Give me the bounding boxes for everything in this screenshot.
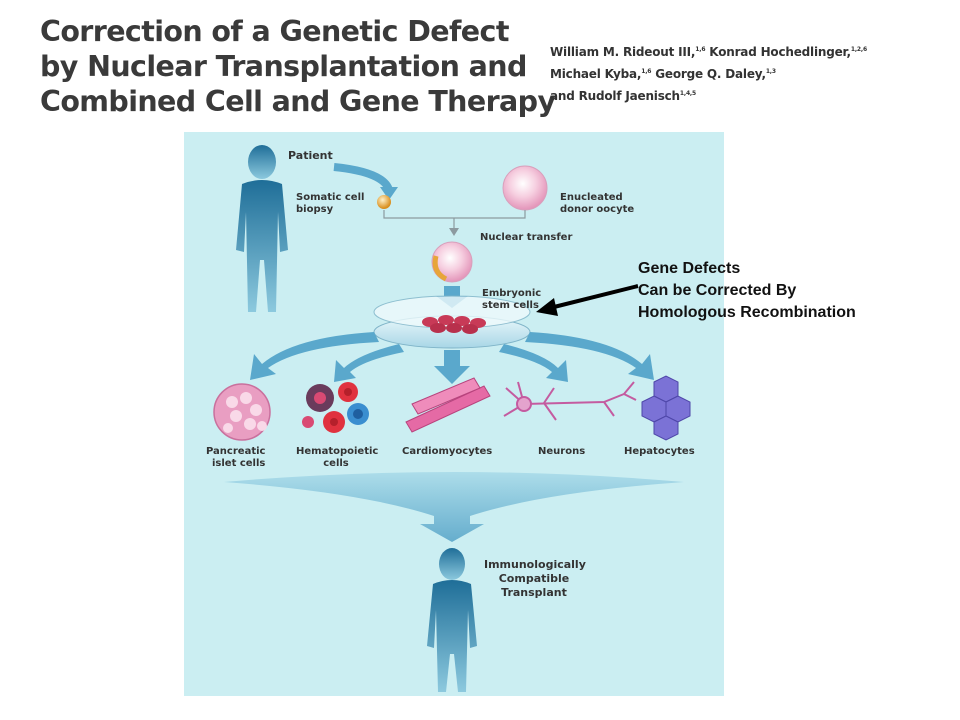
somatic-cell xyxy=(377,195,391,209)
transferred-nucleus xyxy=(432,255,448,282)
gene-defect-annotation: Gene Defects Can be Corrected By Homolog… xyxy=(638,258,958,324)
label-hematopoietic-line-1: Hematopoietic xyxy=(296,446,379,457)
author-affil: 1,6 xyxy=(641,68,652,75)
label-pancreatic-islet-cells: Pancreatic islet cells xyxy=(206,446,265,470)
label-somatic-line-1: Somatic cell xyxy=(296,192,365,203)
annotation-line-1: Gene Defects xyxy=(638,260,741,277)
author-affil: 1,3 xyxy=(765,68,776,75)
label-neurons: Neurons xyxy=(538,446,586,457)
cardiomyocytes xyxy=(405,377,491,433)
author-line-2: Michael Kyba,1,6 George Q. Daley,1,3 xyxy=(550,62,950,84)
author-kyba: Michael Kyba, xyxy=(550,67,642,81)
annotation-line-3: Homologous Recombination xyxy=(638,304,856,321)
label-somatic-line-2: biopsy xyxy=(296,204,334,215)
author-line-3: and Rudolf Jaenisch1,4,5 xyxy=(550,84,950,106)
petri-dish xyxy=(373,295,531,349)
label-transplant-line-1: Immunologically xyxy=(484,558,586,571)
annotation-arrow xyxy=(536,284,639,316)
label-embryonic-stem-cells: Embryonic stem cells xyxy=(482,288,541,312)
differentiation-arrows xyxy=(250,332,654,384)
label-esc-line-1: Embryonic xyxy=(482,288,542,299)
convergence-arrow xyxy=(224,472,684,542)
diagram-graphics xyxy=(213,145,691,692)
label-hematopoietic-cells: Hematopoietic cells xyxy=(296,446,379,470)
author-daley: George Q. Daley, xyxy=(651,67,766,81)
author-affil: 1,6 xyxy=(695,46,706,53)
author-rideout: William M. Rideout III, xyxy=(550,45,696,59)
patient-arrow-head xyxy=(380,187,398,200)
annotation-line-2: Can be Corrected By xyxy=(638,282,797,299)
author-hochedlinger: Konrad Hochedlinger, xyxy=(705,45,851,59)
label-patient: Patient xyxy=(288,149,333,162)
hepatocytes xyxy=(641,375,691,441)
label-oocyte-line-2: donor oocyte xyxy=(560,204,635,215)
pancreatic-islet-cells xyxy=(213,383,271,441)
label-pancreatic-line-2: islet cells xyxy=(212,458,266,469)
donor-oocyte xyxy=(502,165,548,211)
label-immunologically-compatible-transplant: Immunologically Compatible Transplant xyxy=(484,558,586,600)
author-affil: 1,4,5 xyxy=(679,90,696,97)
patient-arrow xyxy=(333,163,393,192)
label-pancreatic-line-1: Pancreatic xyxy=(206,446,266,457)
author-affil: 1,2,6 xyxy=(850,46,867,53)
author-jaenisch: and Rudolf Jaenisch xyxy=(550,89,680,103)
title-line-3: Combined Cell and Gene Therapy xyxy=(40,85,556,118)
hematopoietic-cells xyxy=(302,382,369,433)
patient-figure xyxy=(236,145,288,312)
author-list: William M. Rideout III,1,6 Konrad Hoched… xyxy=(550,40,950,106)
label-cardiomyocytes: Cardiomyocytes xyxy=(402,446,493,457)
label-enucleated-donor-oocyte: Enucleated donor oocyte xyxy=(560,192,634,216)
label-somatic-cell-biopsy: Somatic cell biopsy xyxy=(296,192,364,216)
transplant-figure xyxy=(427,548,477,692)
merge-arrow-head xyxy=(449,228,459,236)
label-hepatocytes: Hepatocytes xyxy=(624,446,695,457)
stem-cell-colony xyxy=(422,315,486,334)
title-line-1: Correction of a Genetic Defect xyxy=(40,15,509,48)
therapy-diagram: Patient Somatic cell biopsy Enucleated d… xyxy=(184,132,724,696)
label-transplant-line-3: Transplant xyxy=(501,586,567,599)
label-oocyte-line-1: Enucleated xyxy=(560,192,623,203)
article-title: Correction of a Genetic Defect by Nuclea… xyxy=(40,14,556,119)
label-hematopoietic-line-2: cells xyxy=(323,458,349,469)
title-line-2: by Nuclear Transplantation and xyxy=(40,50,527,83)
label-transplant-line-2: Compatible xyxy=(498,572,570,585)
author-line-1: William M. Rideout III,1,6 Konrad Hoched… xyxy=(550,40,950,62)
label-nuclear-transfer: Nuclear transfer xyxy=(480,232,573,243)
label-esc-line-2: stem cells xyxy=(482,300,539,311)
nuclear-transfer-cell xyxy=(431,241,473,283)
merge-bracket xyxy=(383,210,526,219)
neurons xyxy=(503,381,637,421)
